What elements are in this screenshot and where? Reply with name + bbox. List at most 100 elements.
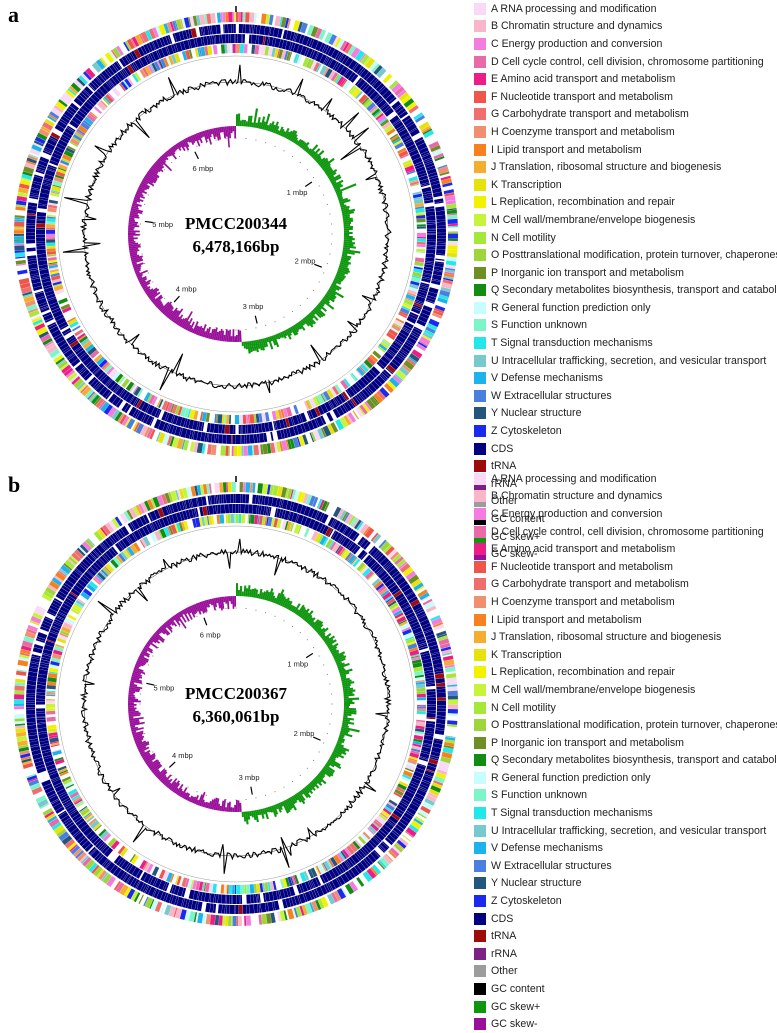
legend-label: G Carbohydrate transport and metabolism: [491, 578, 689, 590]
cds-feature: [26, 236, 35, 239]
cds-feature: [229, 504, 232, 513]
legend-label: Q Secondary metabolites biosynthesis, tr…: [491, 284, 777, 296]
cog-feature: [14, 243, 24, 245]
legend-swatch: [474, 390, 486, 402]
cds-feature: [437, 701, 446, 705]
scale-dot: [148, 743, 149, 744]
cds-feature: [437, 229, 446, 233]
scale-dot: [206, 612, 207, 613]
cds-feature: [225, 905, 227, 914]
scale-dot: [331, 244, 332, 245]
cog-feature: [246, 482, 251, 492]
gc-skew-plus: [240, 120, 242, 126]
legend-item: GC skew+: [474, 998, 774, 1016]
legend-item: Z Cytoskeleton: [474, 422, 774, 440]
mbp-tick: [255, 316, 257, 324]
cds-feature: [238, 504, 240, 513]
cds-feature: [437, 239, 446, 242]
cds-feature: [426, 249, 435, 254]
scale-dot: [236, 330, 237, 331]
cog-feature: [14, 230, 24, 234]
cds-feature: [242, 895, 247, 904]
scale-dot: [206, 142, 207, 143]
cog-feature: [236, 12, 239, 22]
cog-feature: [231, 916, 232, 926]
cds-feature: [437, 712, 446, 717]
gc-skew-minus: [234, 805, 236, 812]
cds-feature: [240, 504, 245, 513]
cog-feature: [234, 446, 237, 456]
cog-feature: [417, 711, 426, 714]
cog-feature: [46, 243, 55, 247]
mbp-tick: [174, 296, 179, 302]
legend-label: U Intracellular trafficking, secretion, …: [491, 355, 766, 367]
cog-feature: [250, 515, 254, 524]
cog-feature: [448, 226, 458, 227]
cog-feature: [224, 514, 226, 523]
cog-feature: [241, 514, 245, 523]
cog-feature: [236, 514, 239, 523]
cog-feature: [448, 224, 458, 226]
cog-feature: [417, 233, 426, 237]
legend-swatch: [474, 913, 486, 925]
cds-feature: [239, 24, 243, 33]
legend-label: T Signal transduction mechanisms: [491, 807, 653, 819]
scale-dot: [158, 290, 159, 291]
cog-feature: [228, 916, 231, 926]
gc-skew-plus: [238, 590, 240, 596]
legend-swatch: [474, 126, 486, 138]
scale-dot: [331, 693, 332, 694]
scale-dot: [158, 177, 159, 178]
scale-dot: [329, 253, 330, 254]
legend-label: Z Cytoskeleton: [491, 895, 562, 907]
cds-feature: [239, 425, 240, 434]
cds-feature: [36, 692, 45, 695]
cds-feature: [427, 695, 436, 698]
legend-swatch: [474, 596, 486, 608]
legend-label: GC content: [491, 983, 545, 995]
legend-label: D Cell cycle control, cell division, chr…: [491, 526, 764, 538]
cog-feature: [15, 210, 25, 216]
cog-feature: [216, 884, 221, 893]
legend-label: Z Cytoskeleton: [491, 425, 562, 437]
strain-name: PMCC200344: [185, 214, 287, 233]
legend-swatch: [474, 302, 486, 314]
cog-feature: [214, 483, 220, 493]
cds-feature: [427, 692, 436, 696]
mbp-label: 3 mbp: [243, 302, 264, 311]
scale-dot: [196, 321, 197, 322]
legend-swatch: [474, 948, 486, 960]
legend-label: J Translation, ribosomal structure and b…: [491, 631, 721, 643]
cds-feature: [236, 34, 237, 43]
gc-skew-minus: [228, 596, 230, 601]
legend-item: L Replication, recombination and repair: [474, 194, 774, 212]
legend-item: K Transcription: [474, 176, 774, 194]
scale-dot: [300, 305, 301, 306]
cog-feature: [448, 709, 458, 714]
scale-dot: [323, 743, 324, 744]
cds-feature: [36, 711, 45, 713]
legend-label: H Coenzyme transport and metabolism: [491, 596, 675, 608]
scale-dot: [300, 775, 301, 776]
cds-feature: [26, 225, 35, 228]
cds-feature: [218, 434, 222, 443]
cog-feature: [417, 244, 426, 247]
mbp-label: 1 mbp: [287, 188, 308, 197]
scale-dot: [148, 194, 149, 195]
legend-label: Q Secondary metabolites biosynthesis, tr…: [491, 754, 777, 766]
legend-swatch: [474, 772, 486, 784]
legend-swatch: [474, 965, 486, 977]
cog-feature: [447, 686, 457, 691]
cog-feature: [447, 716, 457, 721]
cds-feature: [248, 504, 253, 513]
scale-dot: [284, 787, 285, 788]
cog-feature: [233, 12, 234, 22]
cog-feature: [417, 222, 426, 224]
scale-dot: [307, 169, 308, 170]
gc-skew-plus: [242, 812, 244, 817]
cds-feature: [436, 211, 445, 216]
cds-feature: [427, 231, 436, 233]
cog-feature: [46, 707, 55, 709]
cog-feature: [246, 415, 248, 424]
gc-skew-minus: [230, 126, 232, 133]
